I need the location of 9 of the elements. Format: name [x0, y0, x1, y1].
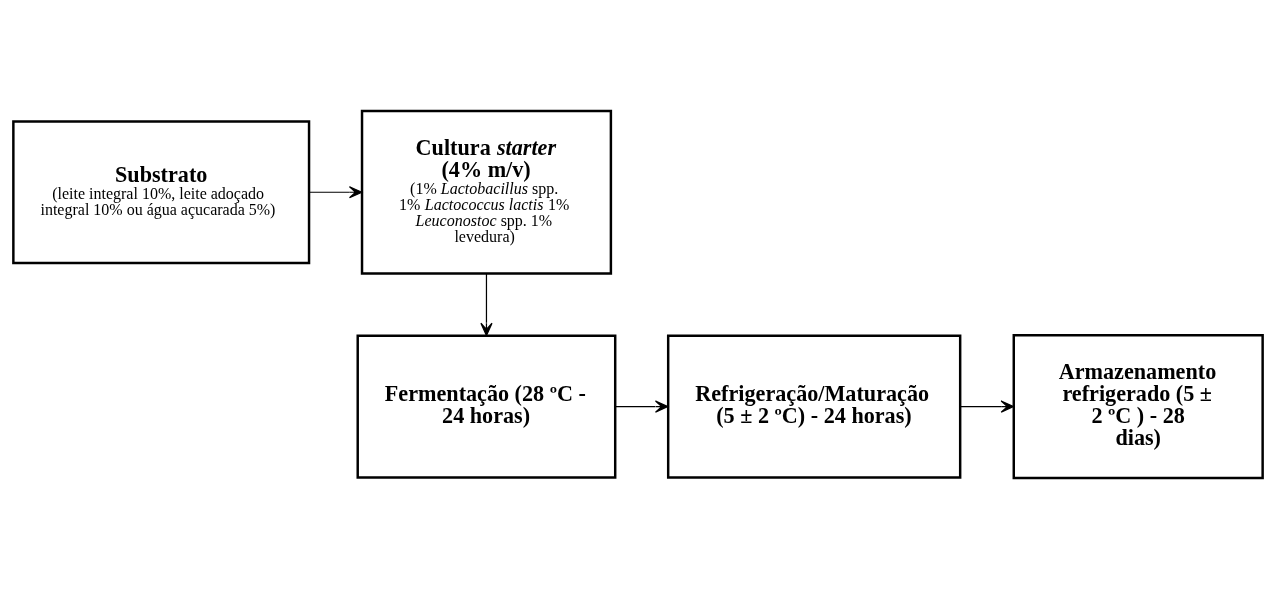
node-box: Substrato (leite integral 10%, leite adoçado integral 10% ou água açucarada 5%)	[12, 120, 311, 265]
node-box: Refrigeração/Maturação (5 ± 2 ºC) - 24 horas)	[666, 334, 962, 479]
arrow	[308, 186, 363, 199]
arrow	[959, 400, 1015, 413]
node-box: Fermentação (28 ºC - 24 horas)	[356, 334, 617, 479]
node-box: Cultura starter (4% m/v) (1% Lactobacillus spp. 1% Lactococcus lactis 1% Leuconostoc spp. 1% levedura)	[360, 109, 613, 275]
node-box: Armazenamento refrigerado (5 ± 2 ºC ) - 28 dias)	[1012, 333, 1264, 480]
arrow	[480, 272, 493, 337]
arrow	[614, 400, 669, 413]
